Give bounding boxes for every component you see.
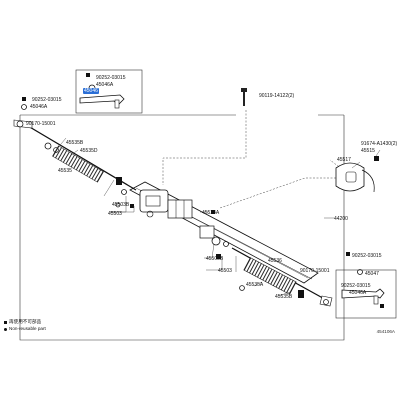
dashed-leaders <box>162 110 351 209</box>
legend-text-ja: 再使用不可部品 <box>9 319 42 324</box>
part-label-45046[interactable]: 45046 <box>83 88 99 94</box>
part-label-45046a-right[interactable]: 45046A <box>349 290 367 296</box>
part-label-45515[interactable]: 45515 <box>361 148 375 154</box>
inset-box-top-left <box>75 69 143 114</box>
bolt-90119 <box>241 88 247 106</box>
figure-id: 454106A <box>376 329 395 334</box>
rack-body <box>129 181 319 284</box>
part-label-45046a-top[interactable]: 45046A <box>96 82 114 88</box>
tie-rod-end-outer-left <box>21 97 27 110</box>
part-label-45524a[interactable]: 45524A <box>202 210 220 216</box>
right-boot <box>243 257 297 295</box>
part-label-45503b-left[interactable]: 45503B <box>112 202 130 208</box>
part-label-45536[interactable]: 45536 <box>268 258 282 264</box>
part-label-45535a[interactable]: 45535A <box>246 282 264 288</box>
part-label-45503b-right[interactable]: 45503B <box>206 256 224 262</box>
part-label-45503-right[interactable]: 45503 <box>218 268 232 274</box>
part-label-44200[interactable]: 44200 <box>334 216 348 222</box>
part-label-90170-right[interactable]: 90170-15001 <box>300 268 330 274</box>
part-label-90119[interactable]: 90119-14122(2) <box>259 93 295 99</box>
part-label-45535[interactable]: 45535 <box>58 168 72 174</box>
part-label-45047[interactable]: 45047 <box>365 271 379 277</box>
part-label-45535b-right[interactable]: 45535B <box>275 294 293 300</box>
part-label-45517[interactable]: 45517 <box>337 157 351 163</box>
tie-rod-end-inset-left <box>79 73 125 109</box>
dot-bullet-icon <box>4 327 7 331</box>
part-label-90252-left[interactable]: 90252-03015 <box>32 97 62 103</box>
tie-rod-end-inset-right <box>341 252 385 308</box>
part-label-90252-right[interactable]: 90252-03015 <box>352 253 382 259</box>
part-label-90252-top[interactable]: 90252-03015 <box>96 75 126 81</box>
part-label-45535d[interactable]: 45535D <box>80 148 98 154</box>
legend-text-en: Non-reusable part <box>9 326 46 331</box>
right-clamps <box>211 210 304 298</box>
square-bullet-icon <box>4 320 7 324</box>
inset-box-bottom-right <box>335 269 397 319</box>
legend-non-reusable-ja: 再使用不可部品 <box>4 319 41 325</box>
part-label-45046a-left[interactable]: 45046A <box>30 104 48 110</box>
assembly-frame <box>19 115 345 341</box>
label-leaders <box>55 137 381 297</box>
part-label-45503-left[interactable]: 45503 <box>108 211 122 217</box>
legend-non-reusable-en: Non-reusable part <box>4 326 46 332</box>
part-label-91674[interactable]: 91674-A1430(2) <box>361 141 398 147</box>
left-boot <box>52 145 104 183</box>
part-label-45535b-left[interactable]: 45535B <box>66 140 84 146</box>
part-label-90252-right-inset[interactable]: 90252-03015 <box>341 283 371 289</box>
left-clamps <box>44 142 134 208</box>
bracket-45517 <box>335 156 379 193</box>
part-label-90170-left[interactable]: 90170-15001 <box>26 121 56 127</box>
